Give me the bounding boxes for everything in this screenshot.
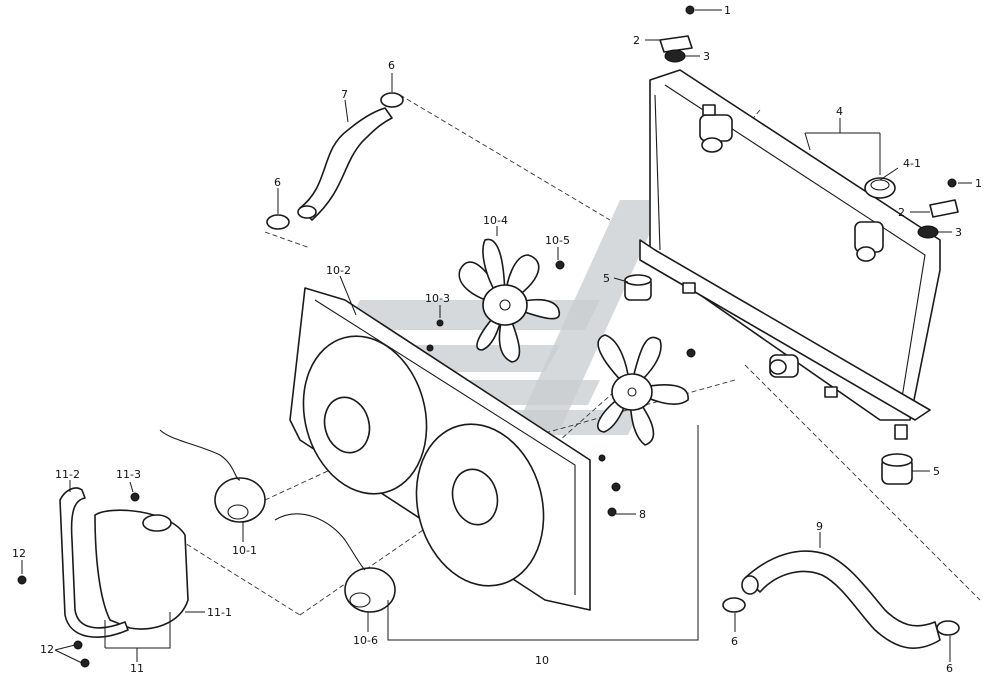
callout-2-top: 2 [633,34,640,47]
callout-labels: 1 2 3 4 4-1 1 2 3 5 5 6 6 6 6 7 8 9 10 1… [12,4,982,675]
callout-6-lower-right: 6 [946,662,953,675]
callout-6-lower-left: 6 [731,635,738,648]
fan-motor-lower [274,513,396,613]
callout-10: 10 [535,654,549,667]
callout-10-2: 10-2 [326,264,351,277]
hose-clamp-lower-left [722,597,746,613]
callout-12-bottom: 12 [40,643,54,656]
fan-shroud [289,287,591,611]
callout-10-3: 10-3 [425,292,450,305]
callout-8: 8 [639,508,646,521]
callout-1-right: 1 [975,177,982,190]
upper-radiator-hose [297,107,393,221]
callout-3-right: 3 [955,226,962,239]
rubber-mount-lower [881,453,913,485]
callout-10-4: 10-4 [483,214,508,227]
fan-motor-upper [159,429,266,523]
callout-12-left: 12 [12,547,26,560]
callout-2-right: 2 [898,206,905,219]
upper-bracket-set-a [659,5,695,63]
radiator-cap [864,177,896,199]
callout-10-5: 10-5 [545,234,570,247]
callout-11-2: 11-2 [55,468,80,481]
leader-lines [21,9,972,664]
lower-radiator-hose [741,550,941,649]
radiator [639,69,941,440]
callout-4: 4 [836,105,843,118]
rubber-mount-upper [624,274,652,301]
callout-11: 11 [130,662,144,675]
fan-blade-upper [458,238,561,363]
callout-5-lower: 5 [933,465,940,478]
hose-clamp-upper-right [380,92,404,108]
hose-clamp-upper-left [266,214,290,230]
callout-6-upper-left: 6 [274,176,281,189]
callout-1-top: 1 [724,4,731,17]
callout-11-1: 11-1 [207,606,232,619]
shroud-bolts [426,260,696,517]
callout-10-1: 10-1 [232,544,257,557]
callout-7: 7 [341,88,348,101]
hose-clamp-lower-right [936,620,960,636]
coolant-reservoir [17,487,189,668]
fan-blade-lower [597,334,689,446]
callout-3-top: 3 [703,50,710,63]
callout-11-3: 11-3 [116,468,141,481]
callout-4-1: 4-1 [903,157,921,170]
callout-5-upper: 5 [603,272,610,285]
callout-10-6: 10-6 [353,634,378,647]
callout-6-upper-right: 6 [388,59,395,72]
upper-bracket-set-b [917,178,959,239]
callout-9: 9 [816,520,823,533]
